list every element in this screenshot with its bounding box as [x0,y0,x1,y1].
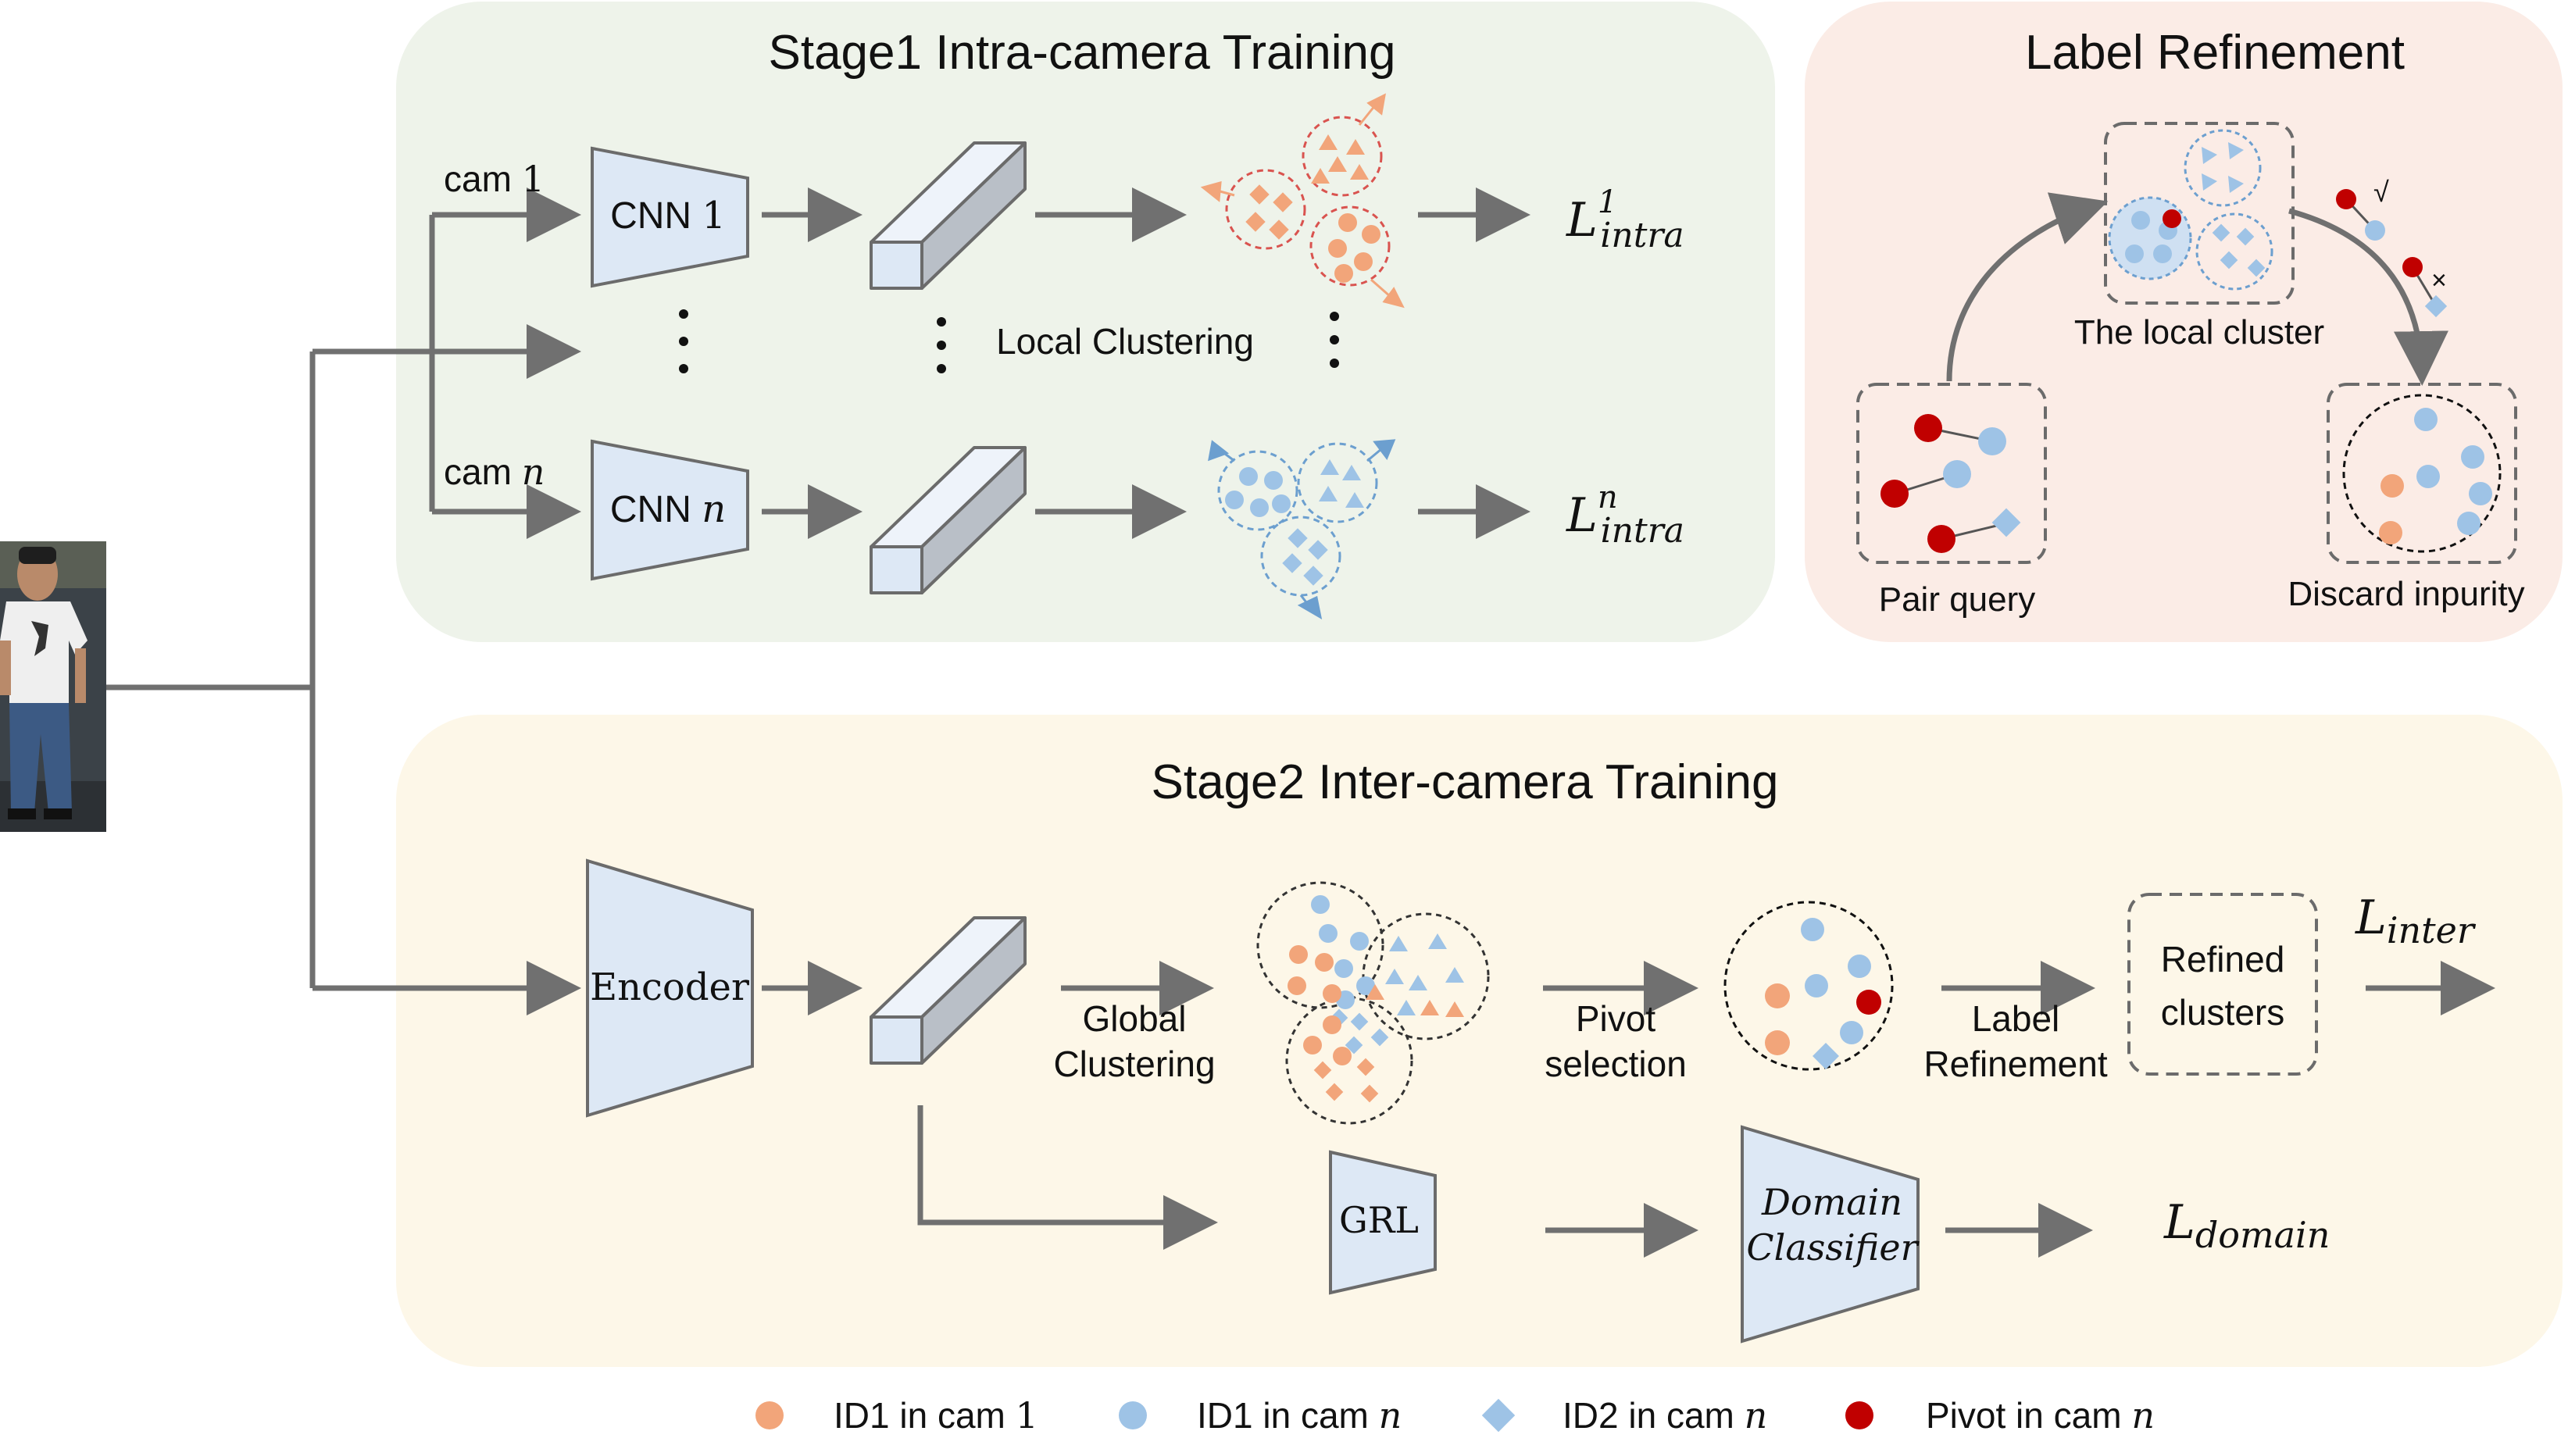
stage1-arrows [762,187,1530,539]
stage2-arrows [762,961,2495,1258]
feature-vector-cam1 [870,141,1027,290]
check-pair: √ [2336,176,2389,241]
legend-marker-3 [1845,1401,1873,1429]
label-refinement-title: Label Refinement [2025,26,2405,80]
refined-clusters-box [2127,893,2318,1076]
stage2-title: Stage2 Inter-camera Training [1152,755,1779,809]
pivot-selection-label-2: selection [1545,1044,1687,1084]
feature-vector-global [870,916,1027,1065]
refined-clusters-label-1: Refined [2161,939,2285,980]
cnn1-label: CNN 1 [610,194,726,237]
local-cluster-caption: The local cluster [2074,313,2324,352]
loss-domain: Ldomain [2163,1195,2330,1256]
legend-marker-2 [1481,1398,1516,1433]
loss-inter: Linter [2355,890,2477,951]
cnnn-box [591,439,749,581]
feature-vector-camn [870,446,1027,594]
label-refinement-panel [1805,2,2563,642]
cam1-label: cam 1 [444,158,545,200]
grl-label: GRL [1339,1199,1419,1241]
legend-marker-0 [755,1401,784,1429]
cnn1-box [591,146,749,288]
global-clustering-label-1: Global [1083,998,1187,1039]
global-clustering-label-2: Clustering [1053,1044,1215,1084]
pivot-cluster [1723,901,1894,1071]
stage2-panel [396,715,2563,1367]
cnnn-label: CNN n [610,487,726,531]
encoder-label: Encoder [590,965,749,1009]
label-refinement-step-1: Label [1972,998,2060,1039]
refine-arrow-up [1946,192,2109,382]
encoder-box [586,858,754,1118]
camn-label: cam n [444,451,545,493]
stage1-title: Stage1 Intra-camera Training [769,26,1396,80]
discard-content [2342,394,2502,553]
check-mark: √ [2373,176,2389,208]
domain-classifier-label-1: Domain [1761,1181,1902,1223]
refine-arrow-down [2288,208,2448,386]
pair-query-content [1880,414,2021,553]
legend-marker-1 [1119,1401,1147,1429]
legend-label-3: Pivot in cam n [1926,1394,2155,1436]
flow-lines [106,187,581,1015]
grl-box [1329,1150,1437,1295]
cross-mark: × [2431,266,2447,295]
legend: ID1 in cam 1 ID1 in cam n ID2 in cam n P… [755,1394,2155,1436]
legend-label-1: ID1 in cam n [1197,1394,1402,1436]
legend-label-2: ID2 in cam n [1563,1394,1767,1436]
label-refinement-step-2: Refinement [1923,1044,2107,1084]
pivot-selection-label-1: Pivot [1576,998,1655,1039]
discard-box [2327,383,2517,564]
local-cluster-content [2108,129,2273,291]
discard-caption: Discard inpurity [2288,575,2524,613]
ellipsis-dots [679,309,1339,373]
global-clusters [1256,881,1490,1125]
cross-pair: × [2402,257,2448,318]
domain-classifier-box [1741,1125,1920,1344]
local-clustering-label: Local Clustering [996,321,1254,362]
input-person-image [0,541,106,832]
domain-classifier-label-2: Classifier [1746,1226,1920,1269]
pair-query-box [1856,383,2047,564]
refined-clusters-label-2: clusters [2161,992,2284,1033]
legend-label-0: ID1 in cam 1 [834,1394,1038,1436]
pair-query-caption: Pair query [1879,580,2036,619]
local-clusters-camn [1208,439,1396,619]
